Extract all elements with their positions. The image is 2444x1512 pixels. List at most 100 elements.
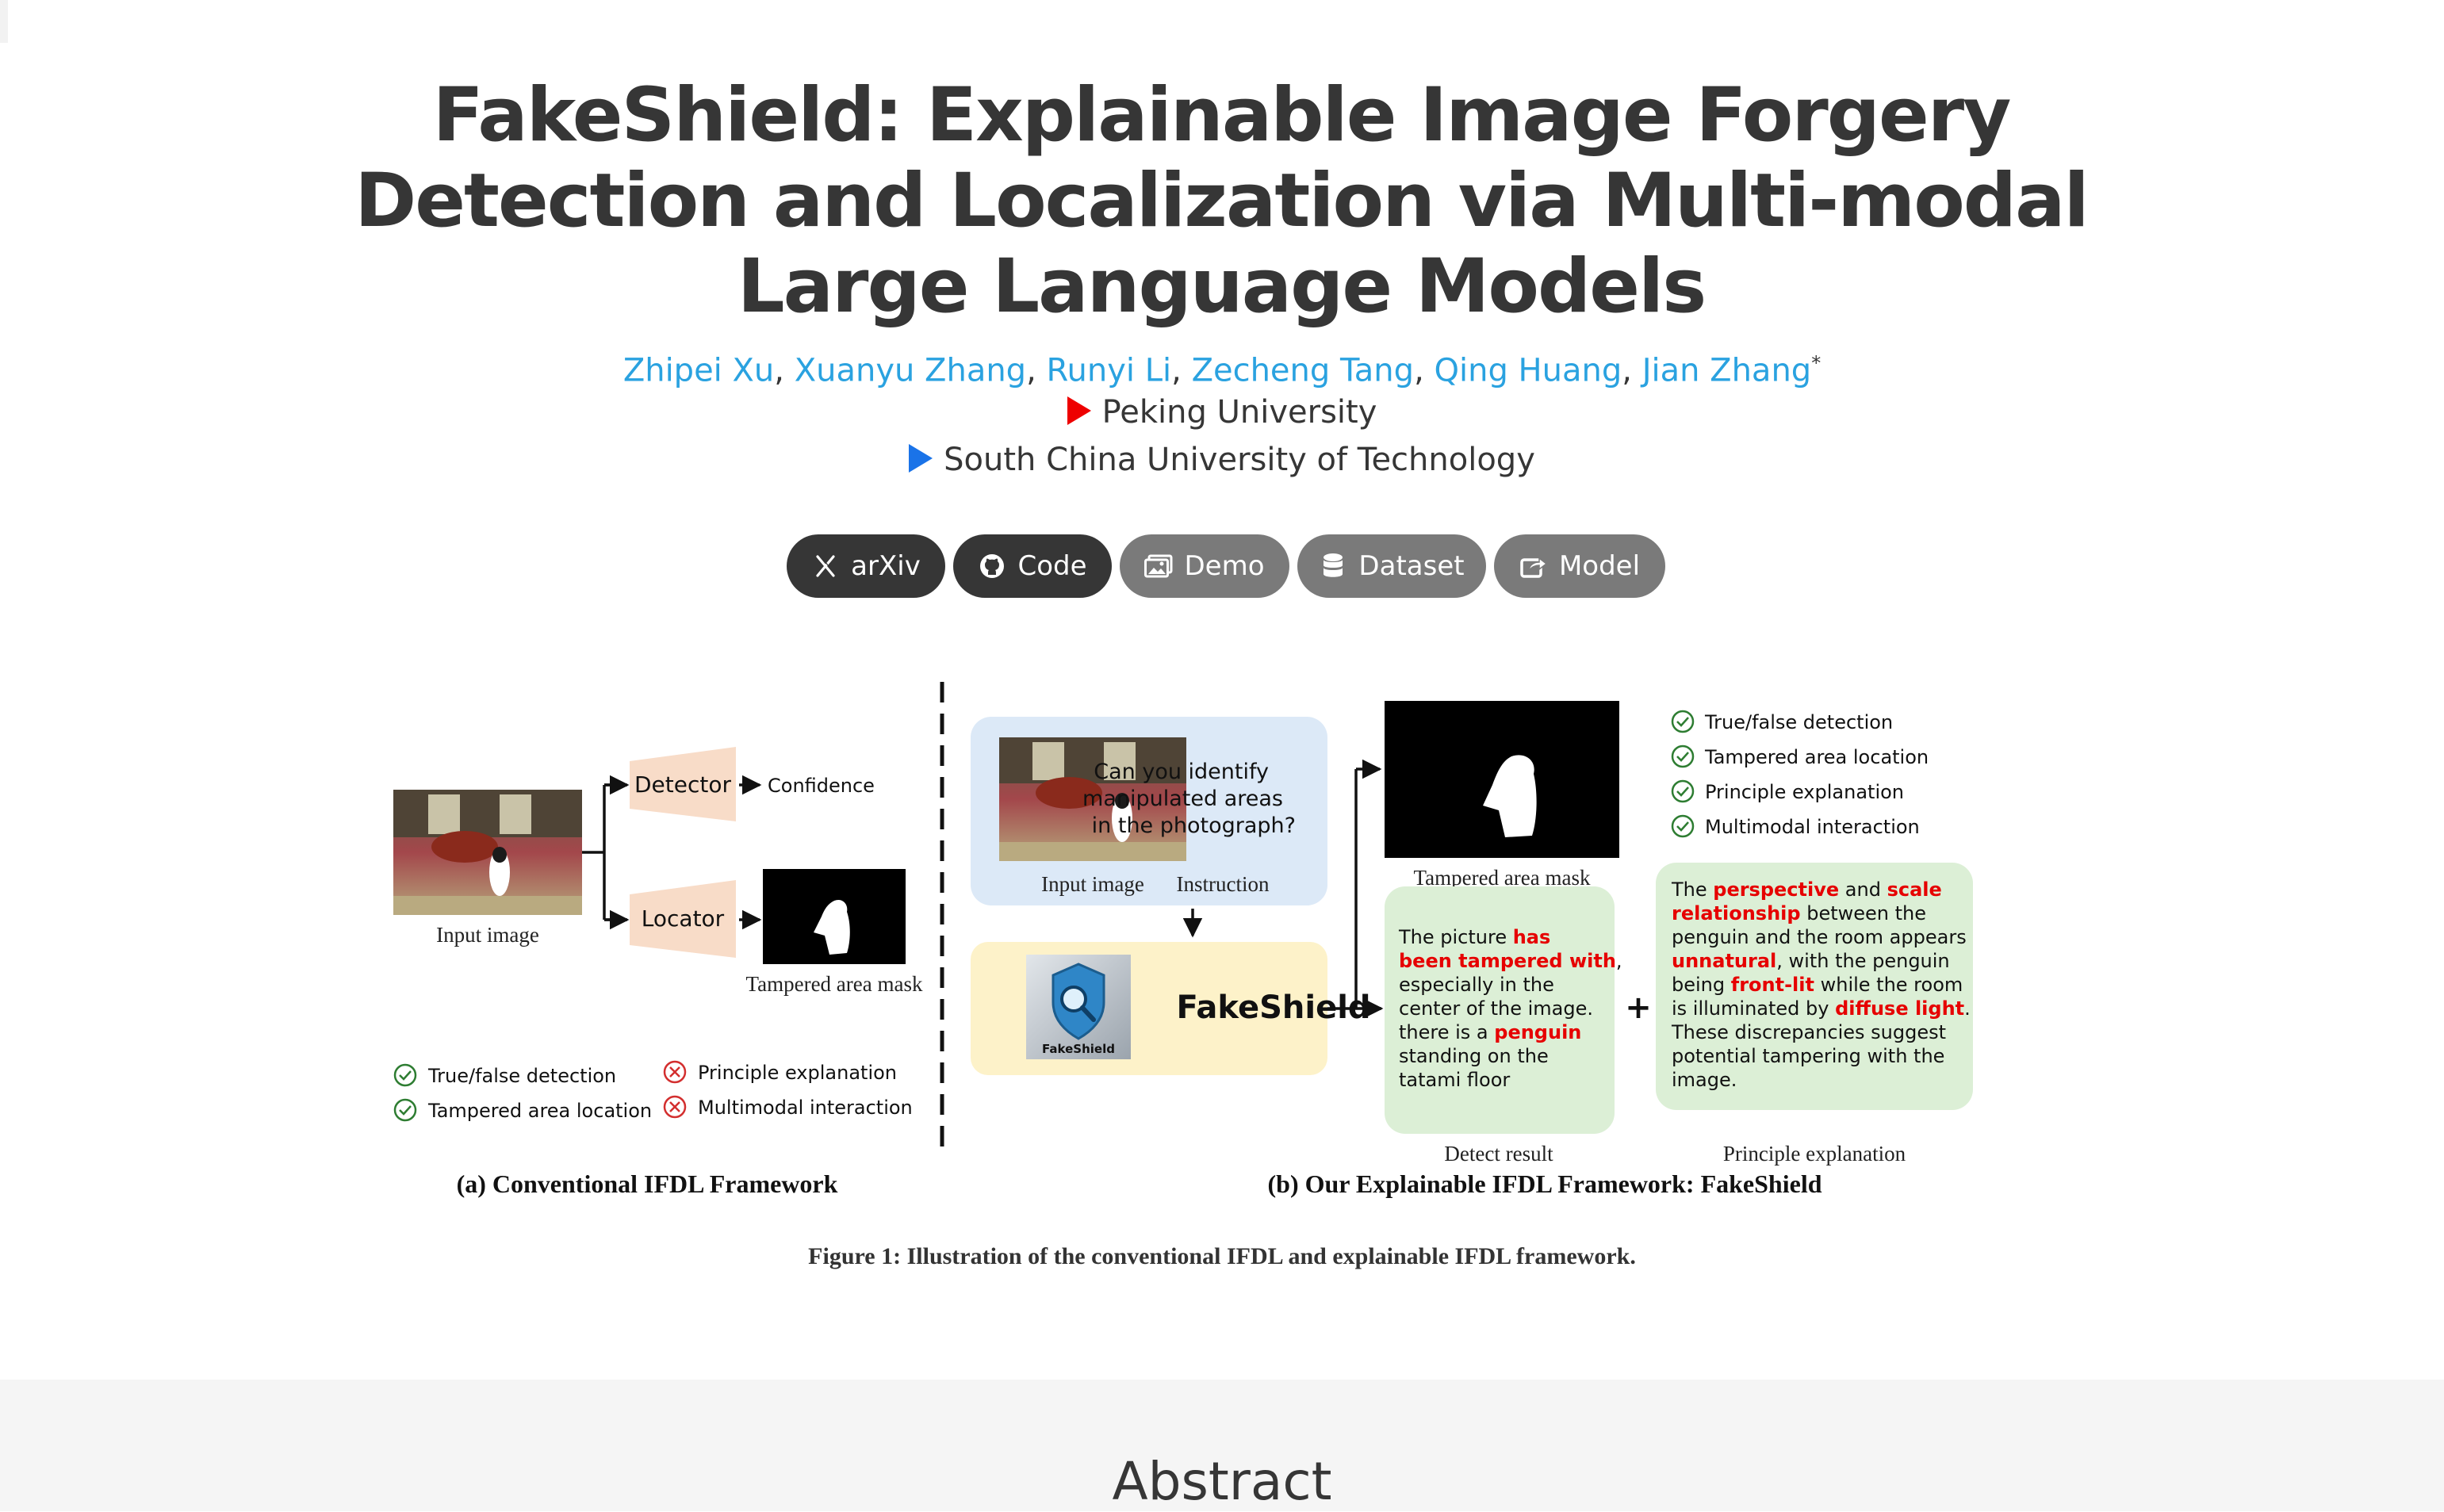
detect-text: especially in the xyxy=(1399,974,1554,996)
principle-explanation-box xyxy=(1656,863,1973,1110)
framework-diagram: Input image Detector Locator Confidence … xyxy=(393,682,1973,1198)
page-title: FakeShield: Explainable Image Forgery De… xyxy=(354,72,2090,330)
author-link-zecheng-tang[interactable]: Zecheng Tang xyxy=(1191,352,1415,389)
author-link-jian-zhang[interactable]: Jian Zhang xyxy=(1641,352,1812,389)
author-link-qing-huang[interactable]: Qing Huang xyxy=(1434,352,1622,389)
code-button[interactable]: Code xyxy=(953,534,1112,598)
explain-text: , with the penguin xyxy=(1776,950,1949,972)
explain-highlight: front-lit xyxy=(1731,974,1814,996)
plus-sign: + xyxy=(1625,989,1652,1026)
svg-text:been tampered with,: been tampered with, xyxy=(1399,950,1622,972)
svg-text:unnatural, with the penguin: unnatural, with the penguin xyxy=(1672,950,1950,972)
left-check-2: Tampered area location xyxy=(427,1100,652,1122)
right-check-3: Principle explanation xyxy=(1705,781,1904,803)
svg-text:there is a penguin: there is a penguin xyxy=(1399,1021,1581,1043)
branch-connector xyxy=(582,783,624,921)
input-image-right xyxy=(999,737,1186,861)
corresponding-author-mark: * xyxy=(1811,352,1822,374)
right-mask-label: Tampered area mask xyxy=(1414,866,1591,890)
author-link-xuanyu-zhang[interactable]: Xuanyu Zhang xyxy=(794,352,1027,389)
svg-text:being front-lit while the room: being front-lit while the room xyxy=(1672,974,1963,996)
abstract-section xyxy=(0,1380,2444,1511)
explain-highlight: diffuse light xyxy=(1835,997,1964,1020)
explain-highlight: relationship xyxy=(1672,902,1801,924)
left-cross-1: Principle explanation xyxy=(698,1062,897,1084)
mask-penguin-shape xyxy=(814,899,850,955)
check-icon xyxy=(1671,814,1695,838)
arxiv-button-label: arXiv xyxy=(851,550,921,582)
explain-highlight: scale xyxy=(1887,878,1942,901)
affiliation-peking: Peking University xyxy=(0,392,2444,433)
check-icon xyxy=(393,1098,417,1122)
explain-highlight: unnatural xyxy=(1672,950,1776,972)
explain-text: and xyxy=(1839,878,1887,901)
dataset-button[interactable]: Dataset xyxy=(1297,534,1486,598)
model-button[interactable]: Model xyxy=(1494,534,1665,598)
figure-caption: Figure 1: Illustration of the convention… xyxy=(808,1243,1636,1269)
right-check-1: True/false detection xyxy=(1704,711,1893,733)
detect-text: tatami floor xyxy=(1399,1069,1510,1091)
check-icon xyxy=(1671,745,1695,768)
explain-text: being xyxy=(1672,974,1731,996)
input-image-left xyxy=(393,790,582,915)
locator-label: Locator xyxy=(642,905,725,932)
affiliation-name: Peking University xyxy=(1101,394,1377,431)
affiliation-scut: South China University of Technology xyxy=(0,439,2444,480)
confidence-label: Confidence xyxy=(768,775,875,797)
detector-block xyxy=(630,747,736,821)
explain-text: These discrepancies suggest xyxy=(1671,1021,1946,1043)
locator-block xyxy=(630,880,736,958)
detect-highlight: has xyxy=(1513,926,1551,948)
explain-text: is illuminated by xyxy=(1672,997,1835,1020)
detect-text: , xyxy=(1616,950,1622,972)
images-icon xyxy=(1144,552,1173,580)
github-icon xyxy=(978,552,1006,580)
affiliation-name: South China University of Technology xyxy=(944,442,1535,478)
explain-text: The xyxy=(1671,878,1713,901)
corner-mark xyxy=(0,0,8,43)
detect-text: standing on the xyxy=(1399,1045,1549,1067)
author-link-runyi-li[interactable]: Runyi Li xyxy=(1046,352,1172,389)
explain-text: between the xyxy=(1801,902,1926,924)
instruction-question-line-3: in the photograph? xyxy=(1092,813,1296,838)
check-icon xyxy=(1671,710,1695,733)
detect-text: center of the image. xyxy=(1399,997,1593,1020)
detect-result-box xyxy=(1385,886,1615,1134)
left-mask-label: Tampered area mask xyxy=(746,972,923,996)
framework-figure: Input image Detector Locator Confidence … xyxy=(381,674,2078,1292)
demo-button-label: Demo xyxy=(1184,550,1265,582)
right-check-4: Multimodal interaction xyxy=(1705,816,1920,838)
principle-explanation-text: The perspective and scale relationship b… xyxy=(1671,878,1971,1091)
author-link-zhipei-xu[interactable]: Zhipei Xu xyxy=(622,352,775,389)
detect-highlight: been tampered with xyxy=(1399,950,1616,972)
explain-text: penguin and the room appears xyxy=(1672,926,1967,948)
explain-text: image. xyxy=(1672,1069,1737,1091)
instruction-label: Instruction xyxy=(1177,872,1270,896)
svg-text:The perspective and scale: The perspective and scale xyxy=(1671,878,1942,901)
detector-label: Detector xyxy=(634,771,731,798)
left-subtitle: (a) Conventional IFDL Framework xyxy=(457,1169,838,1198)
share-icon xyxy=(1519,552,1548,580)
arxiv-icon xyxy=(811,552,840,580)
demo-button[interactable]: Demo xyxy=(1120,534,1289,598)
right-subtitle: (b) Our Explainable IFDL Framework: Fake… xyxy=(1267,1169,1822,1198)
right-check-2: Tampered area location xyxy=(1704,746,1929,768)
abstract-heading: Abstract xyxy=(1112,1451,1332,1512)
blue-triangle-icon xyxy=(909,444,933,473)
detect-result-label: Detect result xyxy=(1444,1142,1553,1166)
code-button-label: Code xyxy=(1017,550,1087,582)
left-input-label: Input image xyxy=(436,923,539,947)
explain-text: . xyxy=(1964,997,1971,1020)
explain-text: while the room xyxy=(1814,974,1963,996)
logo-text: FakeShield xyxy=(1042,1042,1115,1056)
detect-highlight: penguin xyxy=(1494,1021,1581,1043)
right-input-label: Input image xyxy=(1041,872,1144,896)
arxiv-button[interactable]: arXiv xyxy=(787,534,945,598)
check-icon xyxy=(393,1063,417,1087)
svg-text:is illuminated by diffuse ligh: is illuminated by diffuse light. xyxy=(1672,997,1971,1020)
mask-penguin-shape xyxy=(1483,755,1537,837)
model-button-label: Model xyxy=(1558,550,1641,582)
link-buttons: arXiv Code Demo Dataset Model xyxy=(787,534,1665,598)
svg-text:relationship between the: relationship between the xyxy=(1672,902,1926,924)
cross-icon xyxy=(663,1060,687,1084)
